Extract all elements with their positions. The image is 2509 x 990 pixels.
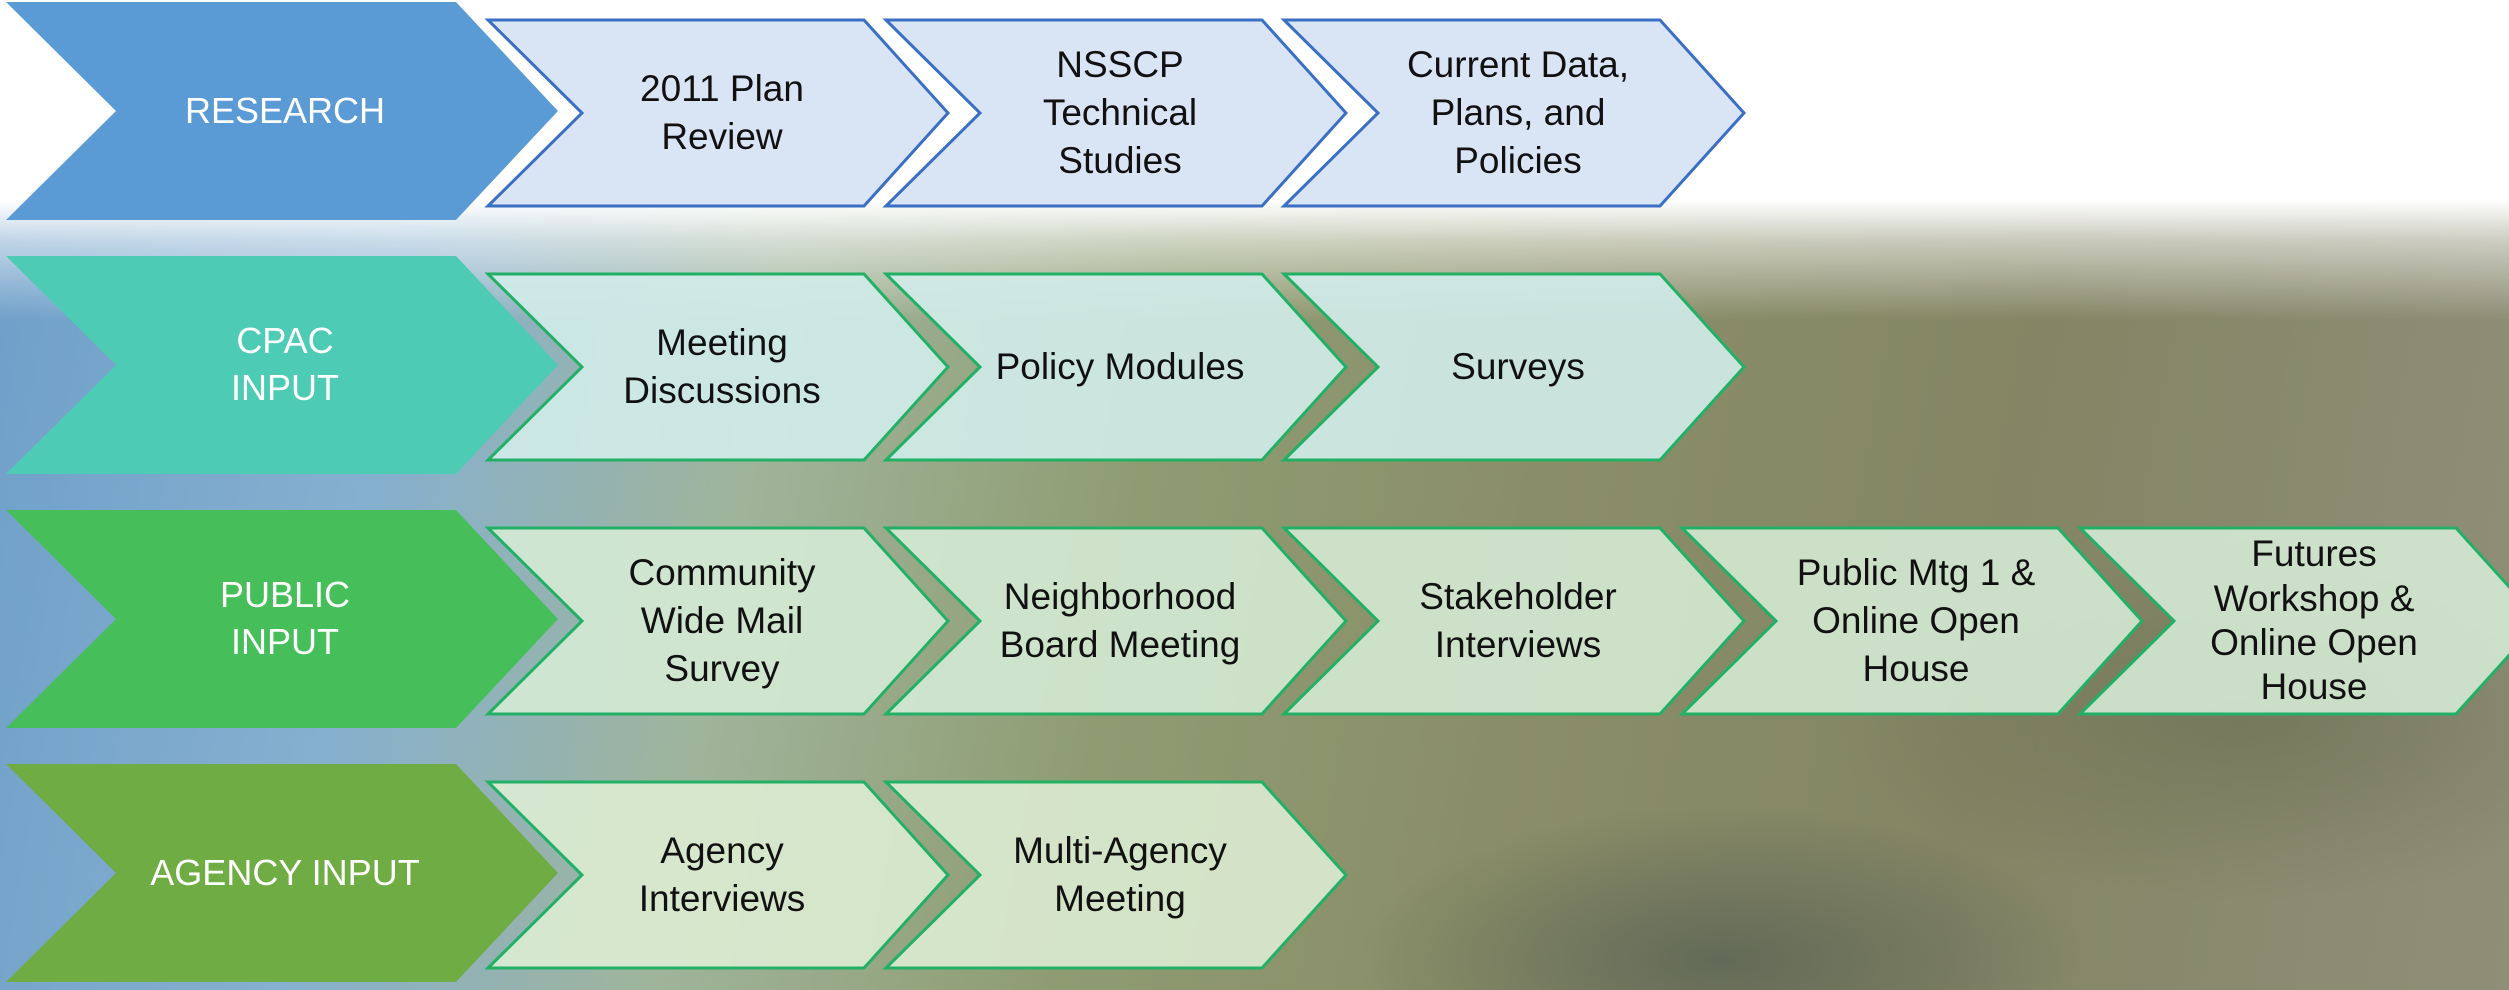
- category-chevron-agency: [6, 764, 558, 982]
- step-label-public-5: Futures Workshop & Online Open House: [2210, 533, 2418, 708]
- step-label-cpac-1: Meeting Discussions: [623, 321, 821, 411]
- step-label-public-3: Stakeholder Interviews: [1419, 575, 1617, 665]
- category-label-agency: AGENCY INPUT: [150, 851, 420, 893]
- step-chevron-agency-2: [882, 780, 1349, 970]
- category-chevron-cpac: [6, 256, 558, 474]
- step-label-agency-1: Agency Interviews: [638, 829, 806, 919]
- step-label-public-1: Community Wide Mail Survey: [628, 551, 816, 690]
- step-chevron-public-3: [1280, 526, 1747, 716]
- step-label-research-2: NSSCP Technical Studies: [1042, 43, 1198, 182]
- step-chevron-public-5: [2076, 526, 2509, 716]
- step-label-public-2: Neighborhood Board Meeting: [999, 575, 1241, 665]
- step-label-public-4: Public Mtg 1 & Online Open House: [1796, 551, 2036, 690]
- category-chevron-research: [6, 2, 558, 220]
- step-chevron-agency-1: [484, 780, 951, 970]
- step-label-research-1: 2011 Plan Review: [640, 67, 804, 157]
- step-label-cpac-3: Surveys: [1451, 345, 1585, 387]
- step-chevron-cpac-1: [484, 272, 951, 462]
- step-chevron-public-1: [484, 526, 951, 716]
- step-chevron-cpac-2: [882, 272, 1349, 462]
- step-label-cpac-2: Policy Modules: [995, 345, 1245, 387]
- category-chevron-public: [6, 510, 558, 728]
- step-chevron-research-3: [1280, 18, 1747, 208]
- step-chevron-public-4: [1678, 526, 2145, 716]
- step-label-agency-2: Multi-Agency Meeting: [1013, 829, 1227, 919]
- category-label-cpac: CPAC INPUT: [231, 320, 339, 408]
- category-label-research: RESEARCH: [184, 89, 386, 131]
- category-label-public: PUBLIC INPUT: [219, 574, 351, 662]
- step-chevron-public-2: [882, 526, 1349, 716]
- step-label-research-3: Current Data, Plans, and Policies: [1406, 43, 1630, 182]
- step-chevron-research-2: [882, 18, 1349, 208]
- step-chevron-cpac-3: [1280, 272, 1747, 462]
- step-chevron-research-1: [484, 18, 951, 208]
